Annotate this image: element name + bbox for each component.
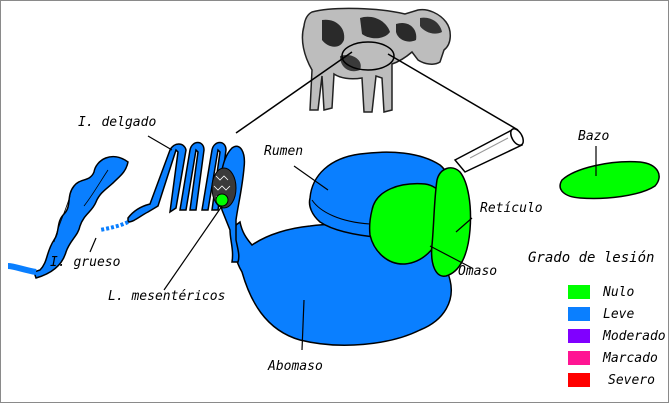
legend: Grado de lesión Nulo Leve Moderado Marca…: [528, 250, 666, 388]
connector-line-right: [388, 54, 518, 130]
label-bazo: Bazo: [578, 129, 609, 144]
pointer-linfonodos: [164, 206, 222, 290]
pointer-grueso: [90, 238, 96, 252]
label-intestino-grueso: I. grueso: [50, 255, 121, 270]
label-reticulo: Retículo: [480, 201, 543, 216]
label-abomaso: Abomaso: [267, 359, 323, 374]
bazo-shape: [560, 162, 659, 199]
label-rumen: Rumen: [264, 144, 303, 159]
legend-label-leve: Leve: [603, 307, 634, 322]
legend-swatch-nulo: [568, 285, 590, 299]
legend-swatch-moderado: [568, 329, 590, 343]
connector-line-left: [236, 52, 352, 133]
pointer-delgado: [148, 136, 172, 150]
legend-swatch-severo: [568, 373, 590, 387]
cow-illustration: [302, 8, 450, 112]
legend-label-severo: Severo: [608, 373, 655, 388]
label-intestino-delgado: I. delgado: [78, 115, 156, 130]
legend-swatch-marcado: [568, 351, 590, 365]
legend-label-nulo: Nulo: [602, 285, 634, 300]
linfonodos-shape: [212, 168, 236, 208]
label-omaso: Omaso: [458, 264, 497, 279]
reticulo-shape: [432, 168, 471, 276]
legend-swatch-leve: [568, 307, 590, 321]
label-linfonodos: L. mesentéricos: [108, 289, 225, 304]
esophagus: [455, 127, 526, 172]
legend-label-moderado: Moderado: [602, 329, 666, 344]
legend-label-marcado: Marcado: [602, 351, 658, 366]
legend-title: Grado de lesión: [528, 250, 654, 266]
